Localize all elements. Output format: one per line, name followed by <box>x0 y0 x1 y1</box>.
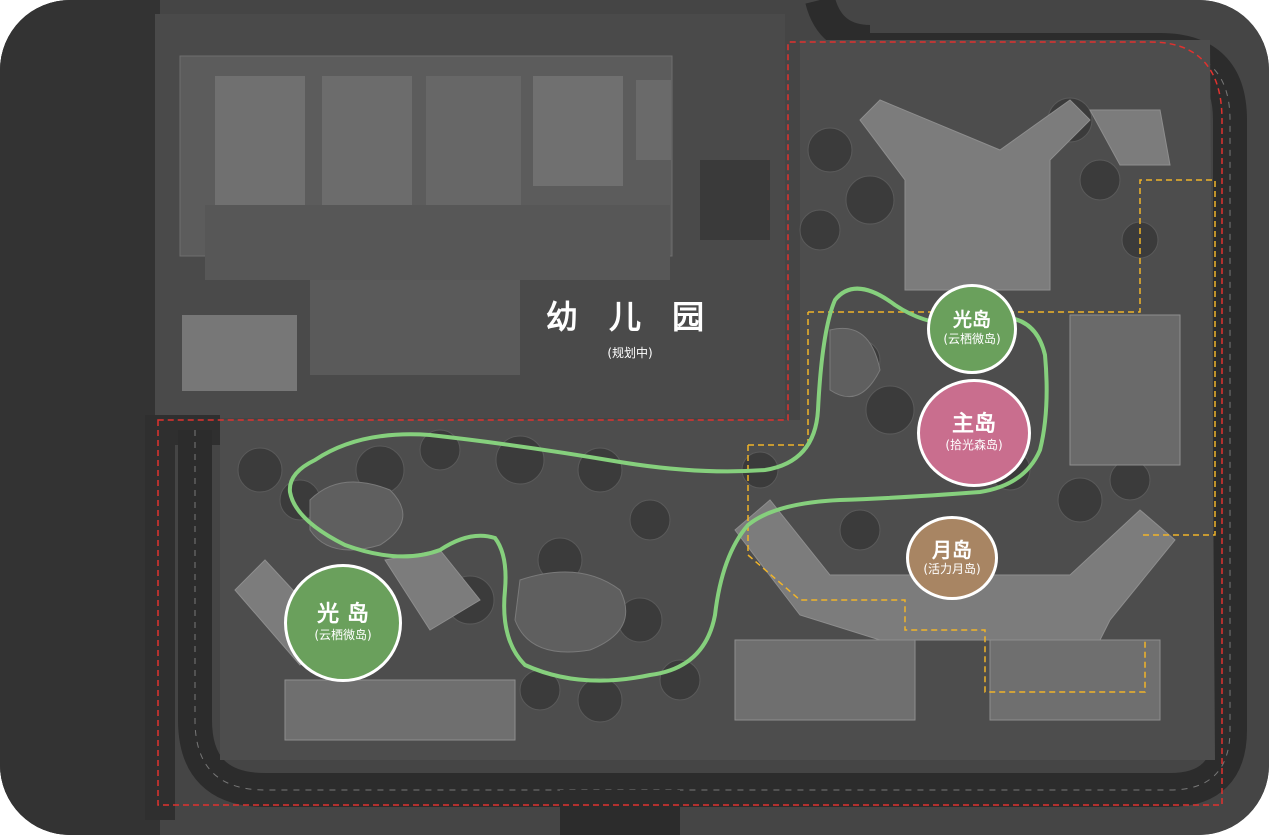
property-boundary <box>157 41 1223 806</box>
island-name: 光 岛 <box>317 601 369 627</box>
left-road-strip <box>0 0 160 835</box>
kg-classrooms <box>205 205 670 280</box>
island-subtitle: (云栖微岛) <box>943 332 1001 347</box>
island-badge-moon: 月岛 (活力月岛) <box>906 516 998 600</box>
walking-route <box>287 286 1049 683</box>
kindergarten-sublabel: (规划中) <box>607 346 653 360</box>
kg-block-2 <box>322 76 412 210</box>
kindergarten-label: 幼 儿 园 <box>545 298 715 336</box>
island-badge-guang-left: 光 岛 (云栖微岛) <box>284 564 402 682</box>
kg-block-1 <box>215 76 305 206</box>
kg-yard <box>310 280 520 375</box>
island-badge-guang-top: 光岛 (云栖微岛) <box>927 284 1017 374</box>
north-entrance <box>805 0 871 55</box>
island-name: 光岛 <box>952 309 991 332</box>
kg-block-5 <box>636 80 671 160</box>
island-subtitle: (活力月岛) <box>923 561 981 576</box>
south-entrance <box>560 790 680 835</box>
kg-annex <box>700 160 770 240</box>
island-subtitle: (拾光森岛) <box>945 437 1003 452</box>
island-subtitle: (云栖微岛) <box>314 627 372 642</box>
kg-gate <box>182 315 297 391</box>
island-name: 月岛 <box>932 537 972 562</box>
kg-block-4 <box>533 76 623 186</box>
island-name: 主岛 <box>951 411 996 437</box>
water-features <box>309 327 881 653</box>
island-badge-main: 主岛 (拾光森岛) <box>917 379 1031 487</box>
kg-block-3 <box>426 76 521 210</box>
residential-buildings <box>234 99 1181 741</box>
